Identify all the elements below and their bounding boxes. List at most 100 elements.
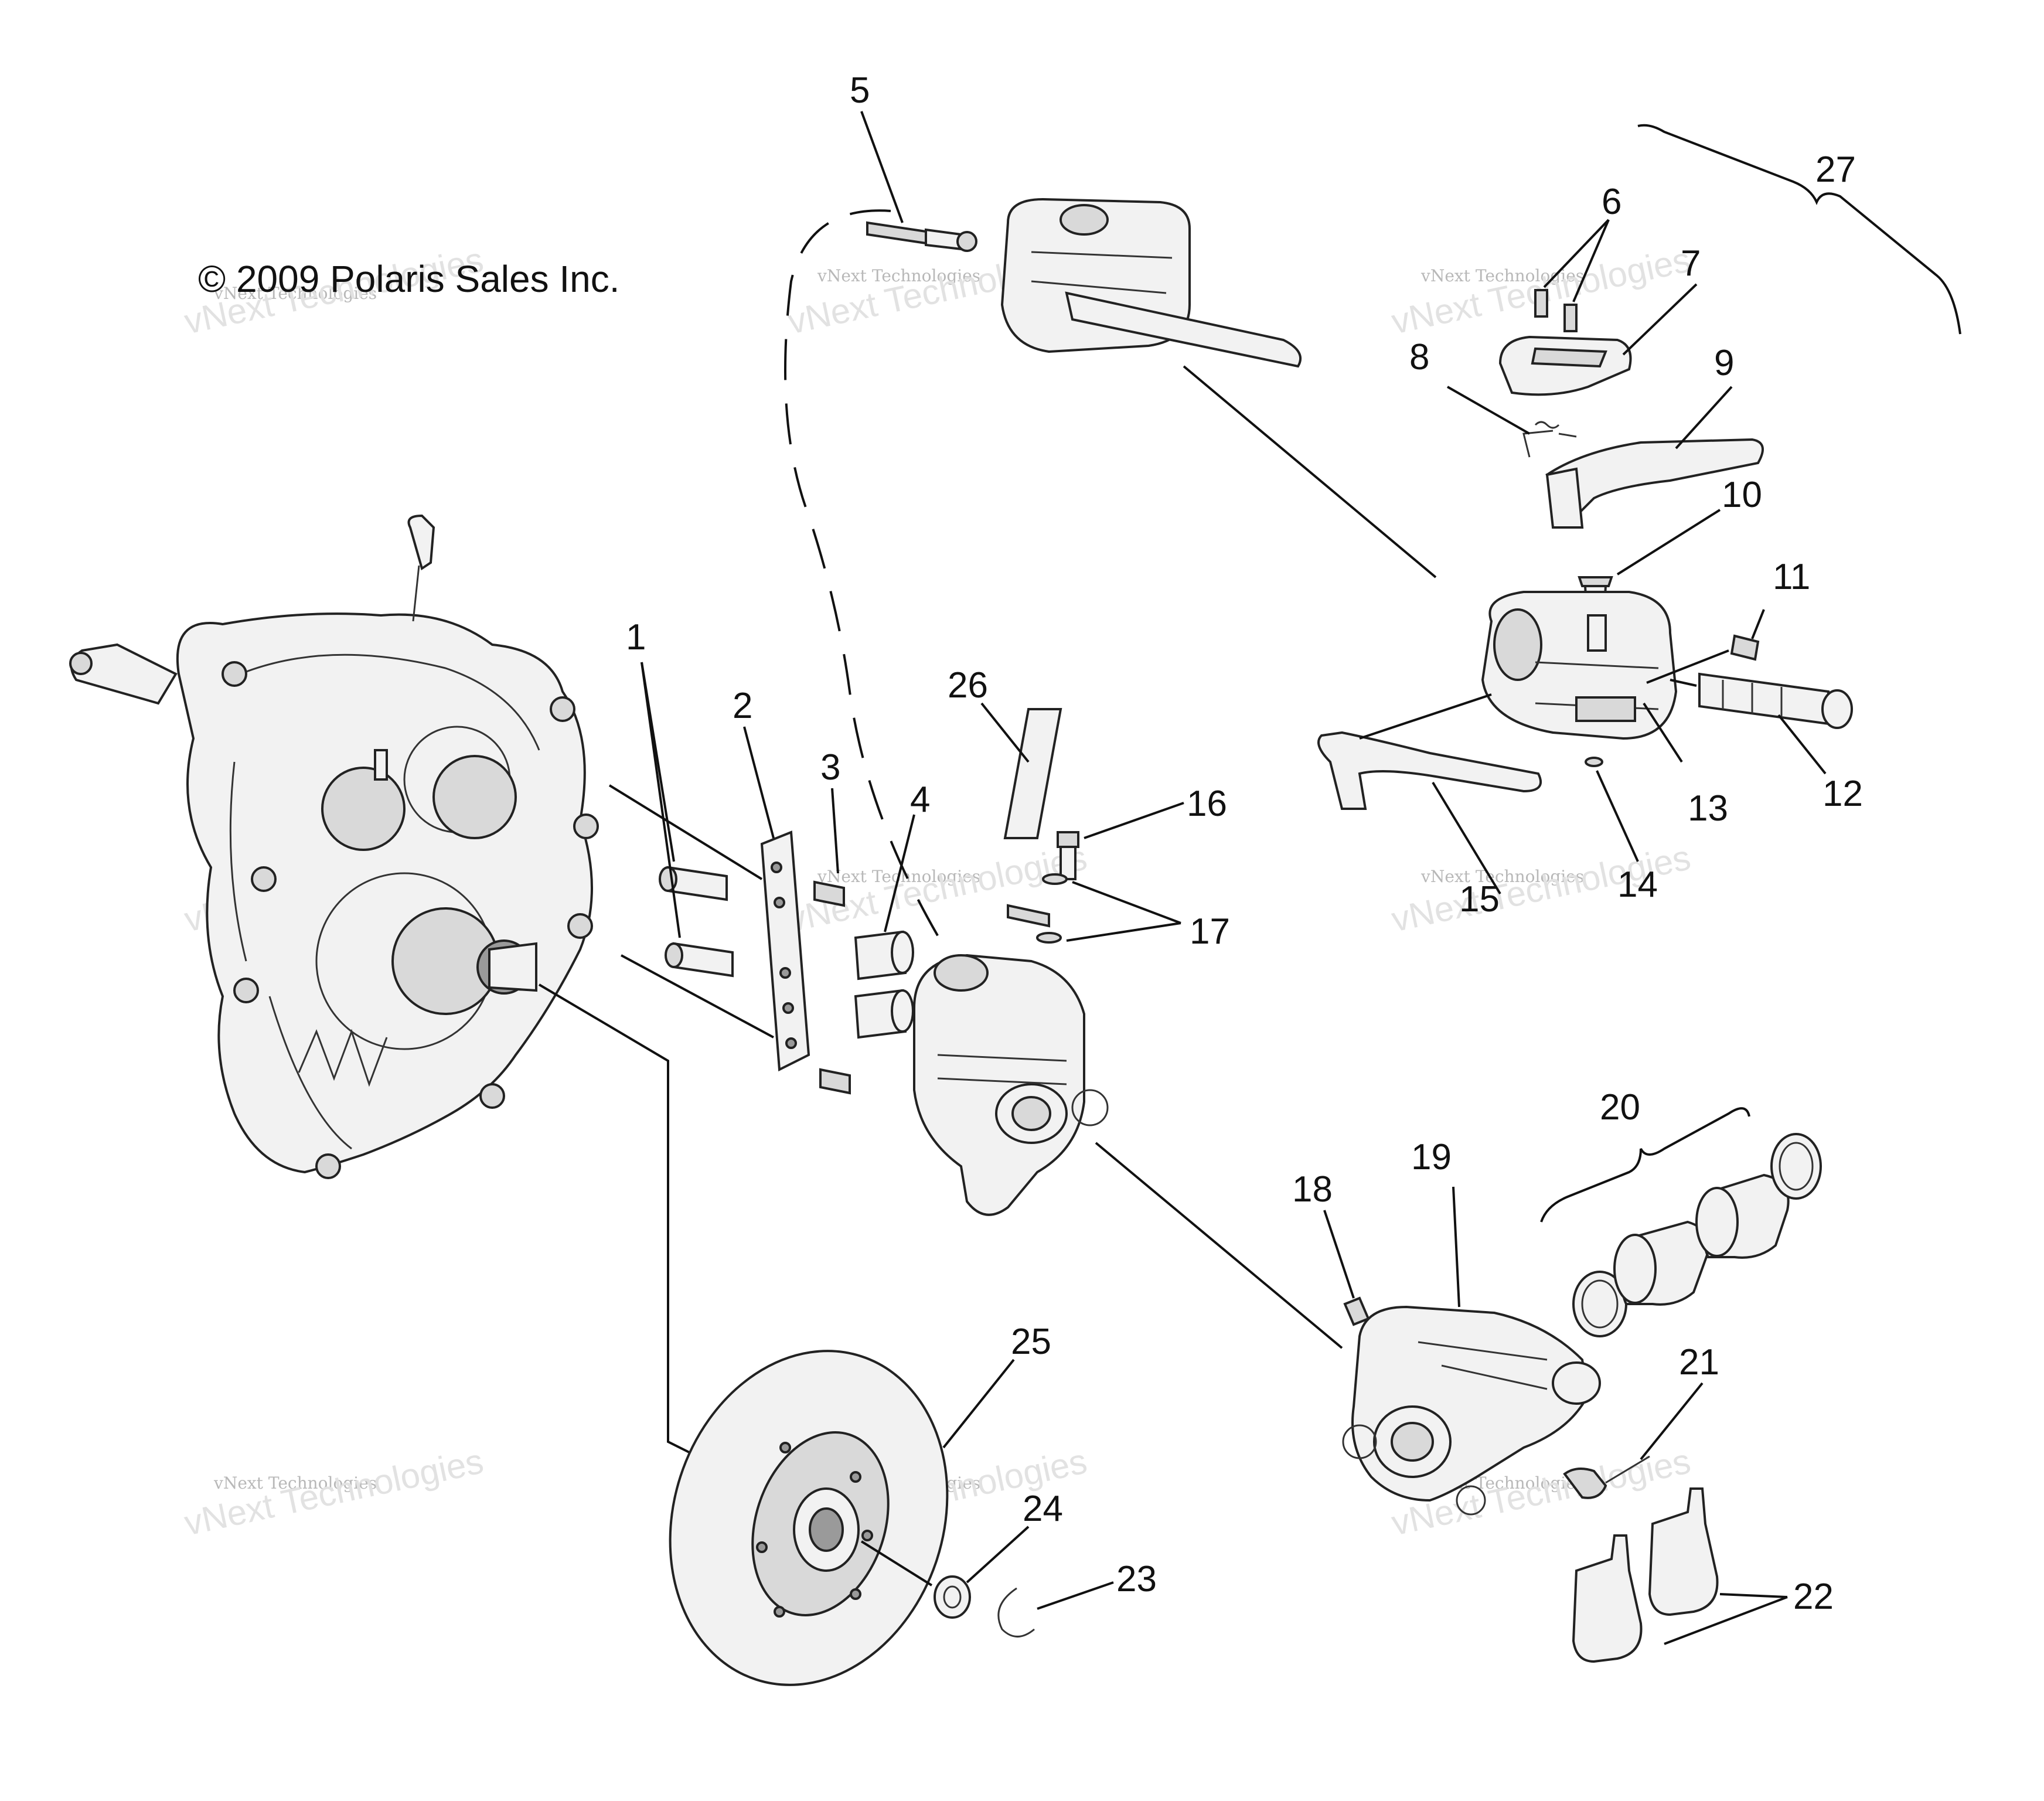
leader-7 <box>1622 283 1698 356</box>
leader-3 <box>831 788 839 874</box>
leader-4 <box>884 814 915 932</box>
part-4-bushings <box>854 930 914 1039</box>
leader-6a <box>1543 219 1610 288</box>
watermark: vNext Technologies vNext Technologies <box>181 1441 487 1543</box>
leader-13 <box>1643 702 1683 763</box>
watermark-line1: vNext Technologies <box>817 266 980 285</box>
leader-15-body <box>1359 693 1492 740</box>
leader-17b <box>1066 922 1181 942</box>
leader-5 <box>860 111 904 223</box>
callout-12: 12 <box>1822 774 1863 814</box>
leader-11-body <box>1646 649 1729 684</box>
leader-transaxle-to-disc <box>538 983 704 1460</box>
leader-mount-to-caliper <box>1095 1142 1343 1349</box>
callout-3: 3 <box>820 747 840 788</box>
callout-20: 20 <box>1600 1087 1640 1128</box>
part-9-lever <box>1545 438 1764 529</box>
part-13-master-body <box>1481 591 1678 740</box>
leader-8 <box>1447 386 1530 435</box>
part-16-bolt <box>1057 831 1079 880</box>
leader-transaxle-to-bracket-top <box>608 784 763 880</box>
master-cylinder-assembled <box>1000 198 1302 368</box>
callout-9: 9 <box>1714 343 1734 383</box>
part-21-pin <box>1563 1455 1650 1499</box>
part-12-piston <box>1698 672 1853 729</box>
callout-27: 27 <box>1815 149 1856 190</box>
leader-25 <box>942 1359 1015 1449</box>
callout-2: 2 <box>733 686 752 726</box>
callout-18: 18 <box>1292 1169 1333 1210</box>
part-17-washers <box>1007 873 1068 944</box>
part-7-cover <box>1498 335 1632 396</box>
leader-14 <box>1596 770 1639 862</box>
callout-13: 13 <box>1688 788 1728 829</box>
watermark-line1: vNext Technologies <box>213 1473 377 1493</box>
callouts: 1 2 3 4 5 6 7 8 9 10 11 12 13 14 15 16 1… <box>626 70 1863 1617</box>
part-2-bracket <box>760 830 810 1072</box>
callout-25: 25 <box>1011 1322 1051 1362</box>
callout-4: 4 <box>910 779 930 820</box>
part-1-bolts <box>659 866 734 978</box>
callout-22: 22 <box>1793 1577 1834 1617</box>
part-8-spring <box>1522 421 1577 458</box>
leader-9 <box>1675 386 1733 450</box>
callout-15: 15 <box>1459 879 1500 920</box>
part-26-strip <box>1003 708 1062 839</box>
leader-24 <box>966 1526 1030 1584</box>
part-11-clip <box>1730 634 1760 661</box>
callout-7: 7 <box>1681 243 1701 284</box>
part-19-caliper <box>1342 1305 1601 1516</box>
part-20-piston-kit <box>1572 1133 1822 1337</box>
leader-10 <box>1616 509 1721 576</box>
leader-disc-to-washer <box>860 1540 933 1586</box>
leader-16 <box>1084 802 1184 839</box>
callout-14: 14 <box>1617 864 1658 905</box>
leader-2 <box>743 726 775 839</box>
part-24-washer <box>934 1575 971 1619</box>
leader-22a <box>1719 1593 1788 1598</box>
part-18-bleeder <box>1343 1296 1370 1326</box>
callout-24: 24 <box>1023 1489 1063 1529</box>
part-5-fitting <box>866 221 977 252</box>
callout-5: 5 <box>850 70 870 111</box>
part-23-snap-ring <box>997 1587 1035 1637</box>
callout-19: 19 <box>1411 1137 1452 1177</box>
callout-16: 16 <box>1187 784 1227 824</box>
callout-11: 11 <box>1773 557 1810 597</box>
part-20-brace <box>1540 1107 1750 1223</box>
callout-6: 6 <box>1602 182 1621 222</box>
leader-18 <box>1323 1210 1355 1299</box>
leader-12-body <box>1670 679 1697 687</box>
transaxle-housing <box>69 514 599 1179</box>
leader-19 <box>1452 1186 1460 1308</box>
watermark-line1: vNext Technologies <box>1420 867 1584 886</box>
leader-6b <box>1572 219 1610 302</box>
leader-26 <box>980 702 1030 763</box>
brake-line-routing <box>784 209 951 956</box>
part-27-brace <box>1637 124 1961 335</box>
leader-transaxle-to-bracket-bottom <box>621 954 774 1039</box>
caliper-mount <box>913 954 1109 1216</box>
callout-26: 26 <box>948 665 988 706</box>
leader-master-to-exploded <box>1183 365 1437 578</box>
leader-17a <box>1072 881 1181 924</box>
leader-22b <box>1664 1596 1788 1645</box>
copyright-text: © 2009 Polaris Sales Inc. <box>198 258 620 300</box>
callout-10: 10 <box>1722 475 1762 515</box>
leader-15 <box>1432 781 1501 895</box>
part-14-oring <box>1585 757 1603 767</box>
part-15-brake-lever <box>1317 731 1542 810</box>
leader-12 <box>1777 714 1827 775</box>
leader-23 <box>1037 1581 1114 1610</box>
part-25-brake-disc <box>669 1350 949 1686</box>
callout-17: 17 <box>1190 911 1230 952</box>
leader-21 <box>1640 1382 1704 1460</box>
callout-1: 1 <box>626 617 646 658</box>
part-22-brake-pads <box>1572 1487 1719 1663</box>
leader-11 <box>1751 609 1765 639</box>
callout-21: 21 <box>1679 1342 1719 1383</box>
watermark-line1: vNext Technologies <box>1420 266 1584 285</box>
callout-23: 23 <box>1116 1559 1157 1599</box>
part-3-bolts <box>813 880 851 1095</box>
